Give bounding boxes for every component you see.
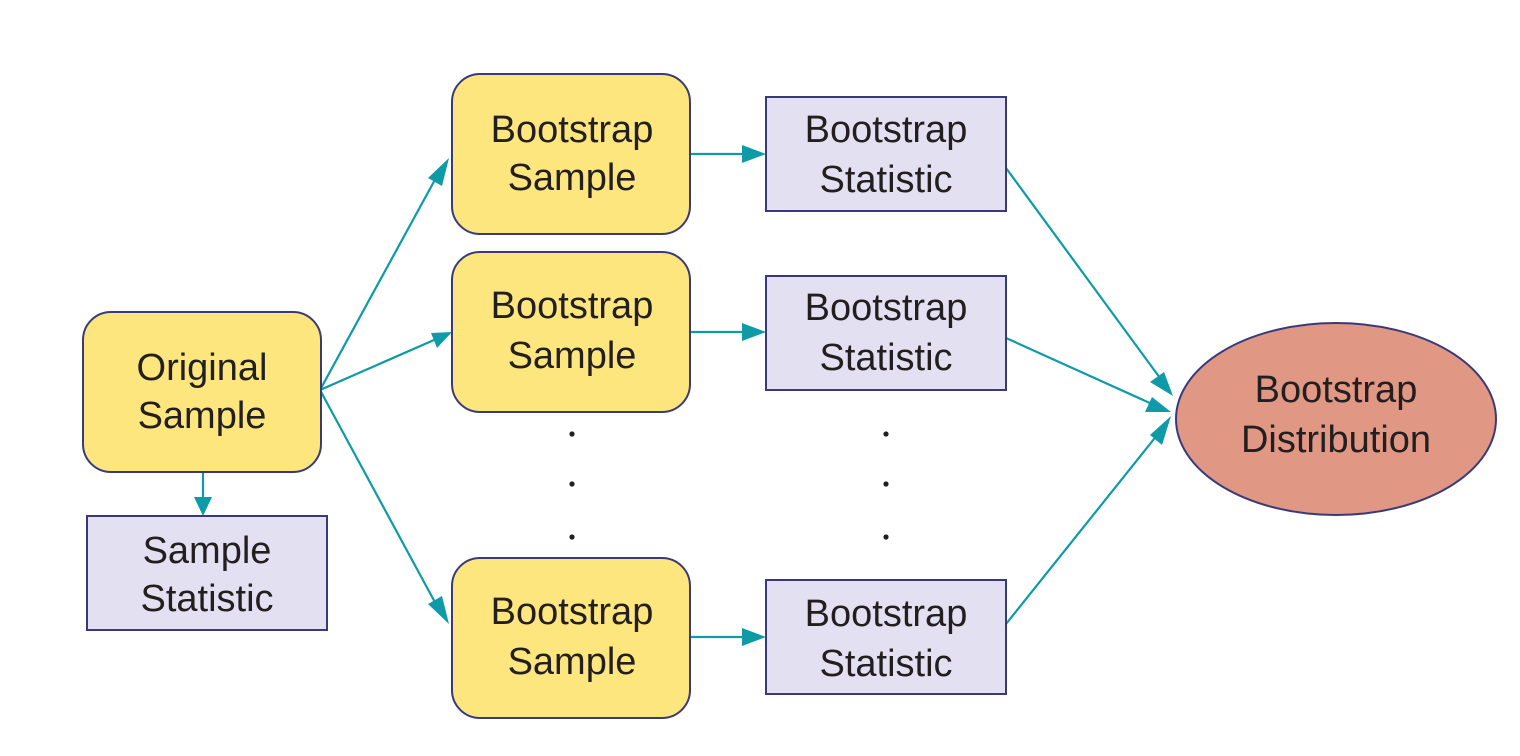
bootstrap-statistic-label-line2: Statistic [819, 643, 952, 685]
bootstrap-sample-label-line2: Sample [508, 641, 637, 683]
arrow-head [1150, 416, 1171, 445]
arrow-head [1145, 397, 1171, 412]
arrow-head [742, 323, 766, 341]
bootstrap-distribution-label-line1: Bootstrap [1255, 369, 1418, 411]
bootstrap-statistic-node: Bootstrap Statistic [765, 579, 1007, 695]
bootstrap-statistic-node: Bootstrap Statistic [765, 275, 1007, 391]
bootstrap-statistic-label-line1: Bootstrap [805, 109, 968, 151]
arrow-statistic-2-to-distribution [1005, 336, 1153, 406]
bootstrap-sample-label-line1: Bootstrap [491, 591, 654, 633]
sample-statistic-node: Sample Statistic [86, 515, 328, 631]
bootstrap-sample-node: Bootstrap Sample [451, 251, 691, 413]
bootstrap-distribution-node: Bootstrap Distribution [1175, 322, 1497, 516]
arrow-head [742, 145, 766, 163]
original-sample-node: Original Sample [82, 311, 322, 473]
bootstrap-sample-node: Bootstrap Sample [451, 73, 691, 235]
sample-statistic-label-line2: Statistic [140, 578, 273, 620]
arrow-statistic-1-to-distribution [1005, 167, 1161, 379]
bootstrap-sample-label-line2: Sample [508, 335, 637, 377]
arrow-head [428, 158, 449, 186]
bootstrap-sample-label-line1: Bootstrap [491, 109, 654, 151]
ellipsis-dots-samples [569, 431, 575, 540]
bootstrap-sample-label-line2: Sample [508, 157, 637, 199]
bootstrap-distribution-label-line2: Distribution [1241, 419, 1431, 461]
arrow-original-to-bootstrap-sample-2 [319, 338, 435, 392]
bootstrap-sample-node: Bootstrap Sample [451, 557, 691, 719]
arrow-head [431, 332, 452, 348]
arrow-statistic-3-to-distribution [1005, 433, 1159, 625]
arrow-original-to-bootstrap-sample-3 [319, 389, 438, 607]
arrow-original-to-bootstrap-sample-1 [319, 175, 438, 391]
bootstrap-statistic-node: Bootstrap Statistic [765, 96, 1007, 212]
arrow-head [1150, 372, 1173, 396]
bootstrap-sample-label-line1: Bootstrap [491, 285, 654, 327]
arrow-head [428, 596, 449, 624]
original-sample-label-line2: Sample [138, 395, 267, 437]
bootstrap-statistic-label-line2: Statistic [819, 337, 952, 379]
bootstrap-statistic-label-line2: Statistic [819, 159, 952, 201]
bootstrap-statistic-label-line1: Bootstrap [805, 593, 968, 635]
sample-statistic-label-line1: Sample [143, 530, 272, 572]
bootstrap-statistic-label-line1: Bootstrap [805, 287, 968, 329]
original-sample-label-line1: Original [137, 347, 268, 389]
ellipsis-dots-statistics [883, 431, 889, 540]
arrows [194, 145, 1173, 646]
arrow-head [194, 497, 212, 516]
arrow-head [742, 628, 766, 646]
